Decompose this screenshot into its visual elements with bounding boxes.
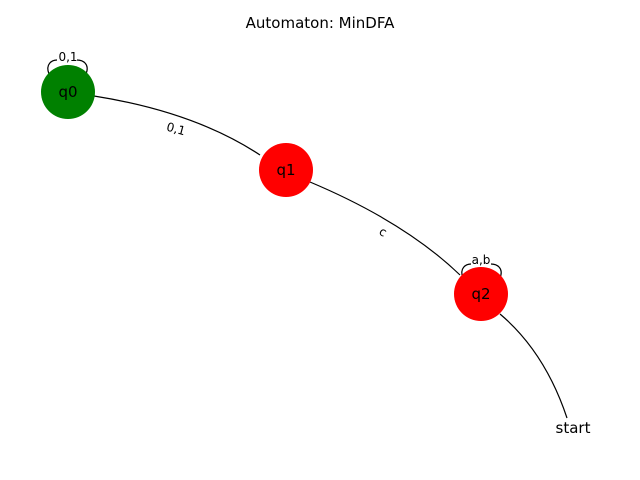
state-q0-label: q0 xyxy=(58,83,77,101)
edges xyxy=(47,59,568,419)
edge-label-q2-q2: a,b xyxy=(472,253,491,267)
state-q1-label: q1 xyxy=(276,161,295,179)
edge-label-backgrounds xyxy=(160,114,395,244)
edge-q2-q1 xyxy=(309,181,461,276)
edge-label-q0-q0: 0,1 xyxy=(58,50,77,64)
edge-label-bg-q2-q1 xyxy=(371,220,395,244)
state-q1-circle xyxy=(259,143,313,197)
state-q1: q1 xyxy=(259,143,313,197)
self-loop-q0 xyxy=(47,59,88,75)
state-q0: q0 xyxy=(41,65,95,119)
state-q2-label: q2 xyxy=(471,285,490,303)
edge-q1-q0 xyxy=(93,95,261,156)
edge-label-bg-q1-q0 xyxy=(160,114,192,142)
state-q2: q2 xyxy=(454,267,508,321)
state-q0-circle xyxy=(41,65,95,119)
nodes: q0 q1 q2 xyxy=(41,65,508,321)
edge-label-q1-q0: 0,1 xyxy=(165,120,187,138)
state-q2-circle xyxy=(454,267,508,321)
edge-labels: 0,1 0,1 c a,b xyxy=(58,50,490,267)
start-marker-label: start xyxy=(556,419,591,437)
start-arrow-edge xyxy=(499,313,568,419)
diagram-title: Automaton: MinDFA xyxy=(246,14,395,32)
